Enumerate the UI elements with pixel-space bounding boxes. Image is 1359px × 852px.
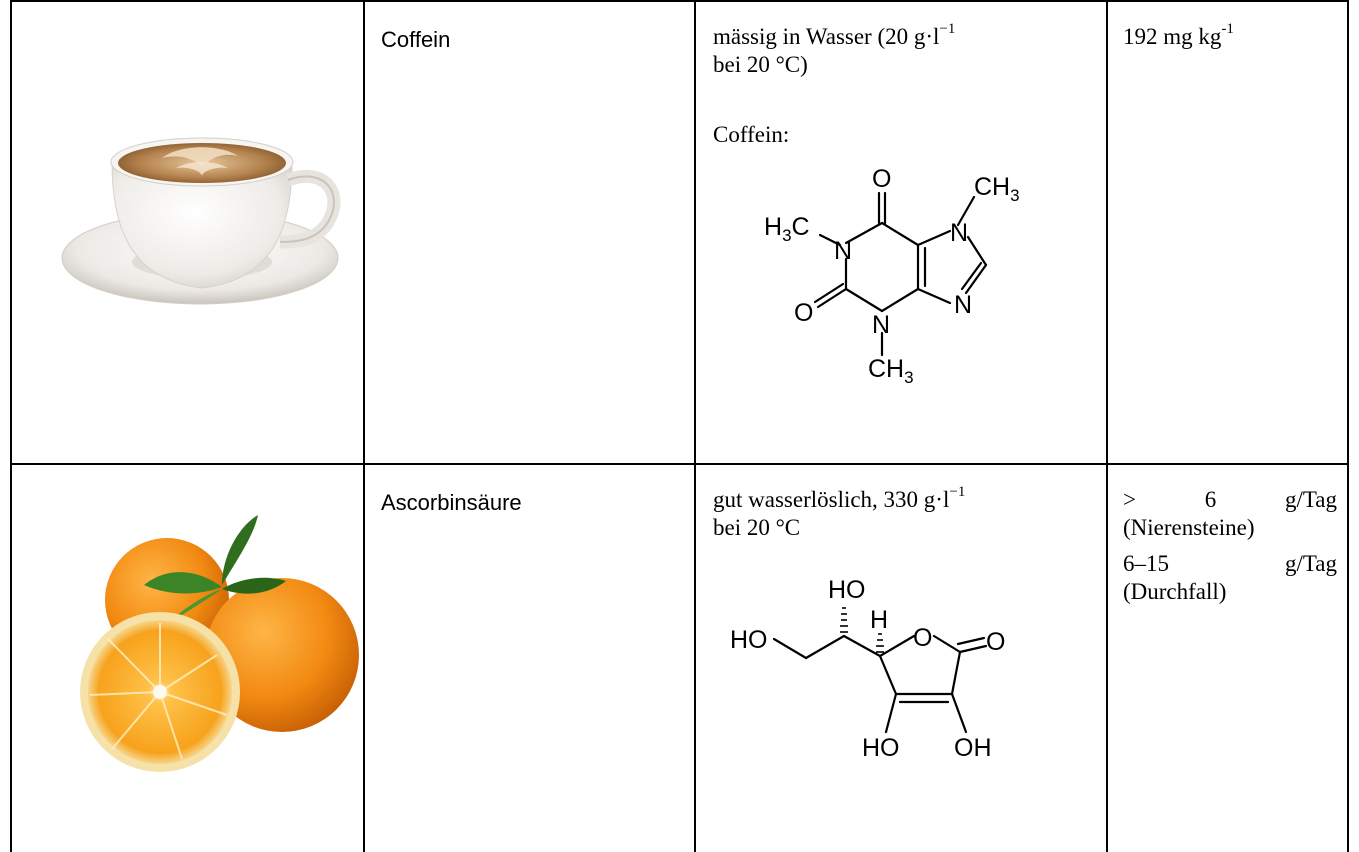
solubility-main: gut wasserlöslich, 330 g·l [713,487,950,512]
caffeine-structure: O CH3 H3C N N N N O CH3 [764,165,1020,387]
solubility-end: bei 20 °C [713,515,801,540]
solubility-sup: −1 [949,484,966,501]
solubility-cell: gut wasserlöslich, 330 g·l−1 bei 20 °C [694,463,1108,852]
table-row: Coffein mässig in Wasser (20 g·l−1 bei 20… [10,0,1349,465]
atom-o-ring: O [913,624,932,652]
atom-n1: N [834,237,852,265]
solubility-cell: mässig in Wasser (20 g·l−1 bei 20 °C) Cof… [694,0,1108,465]
toxicity-cell: > 6 g/Tag (Nierensteine) 6–15 g/Tag (Dur… [1106,463,1349,852]
atom-ho-bottom: HO [862,734,900,762]
atom-n3: N [872,311,890,339]
atom-o-carbonyl: O [986,628,1005,656]
toxicity-line: (Durchfall) [1123,579,1227,604]
solubility-text: gut wasserlöslich, 330 g·l−1 bei 20 °C [696,465,1106,542]
structure-label: Coffein: [713,122,790,147]
name-cell: Coffein [363,0,696,465]
atom-ch3-top: CH3 [974,173,1020,205]
solubility-text: mässig in Wasser (20 g·l−1 bei 20 °C) [696,2,1106,79]
toxicity-text: > 6 g/Tag (Nierensteine) 6–15 g/Tag (Dur… [1108,465,1347,606]
atom-h3c-left: H3C [764,213,810,245]
oranges-icon [80,515,359,772]
toxicity-cell: 192 mg kg-1 [1106,0,1349,465]
substance-name: Ascorbinsäure [381,490,522,515]
atom-h-top: H [870,606,888,634]
toxicity-text: 192 mg kg-1 [1108,2,1347,51]
atom-o-left: O [794,299,813,327]
atom-ho-top: HO [828,576,866,604]
atom-ho-left: HO [730,626,768,654]
coffee-cup-icon [61,137,341,305]
toxicity-sup: -1 [1221,21,1234,38]
ascorbic-acid-structure: HO H HO O O HO OH [730,576,1005,762]
atom-o-top: O [872,165,891,193]
toxicity-line: 6–15 g/Tag [1123,551,1337,576]
toxicity-line: > 6 g/Tag [1123,487,1337,512]
table-row: Ascorbinsäure gut wasserlöslich, 330 g·l… [10,463,1349,852]
image-cell [10,463,365,852]
solubility-sup: −1 [939,21,956,38]
substance-name: Coffein [381,27,451,52]
atom-ch3-bottom: CH3 [868,355,914,387]
solubility-end: bei 20 °C) [713,52,808,77]
atom-n9: N [954,291,972,319]
atom-oh-bottom: OH [954,734,992,762]
solubility-main: mässig in Wasser (20 g·l [713,24,940,49]
atom-n7: N [950,219,968,247]
toxicity-value: 192 mg kg [1123,24,1222,49]
image-cell [10,0,365,465]
toxicity-line: (Nierensteine) [1123,515,1255,540]
name-cell: Ascorbinsäure [363,463,696,852]
